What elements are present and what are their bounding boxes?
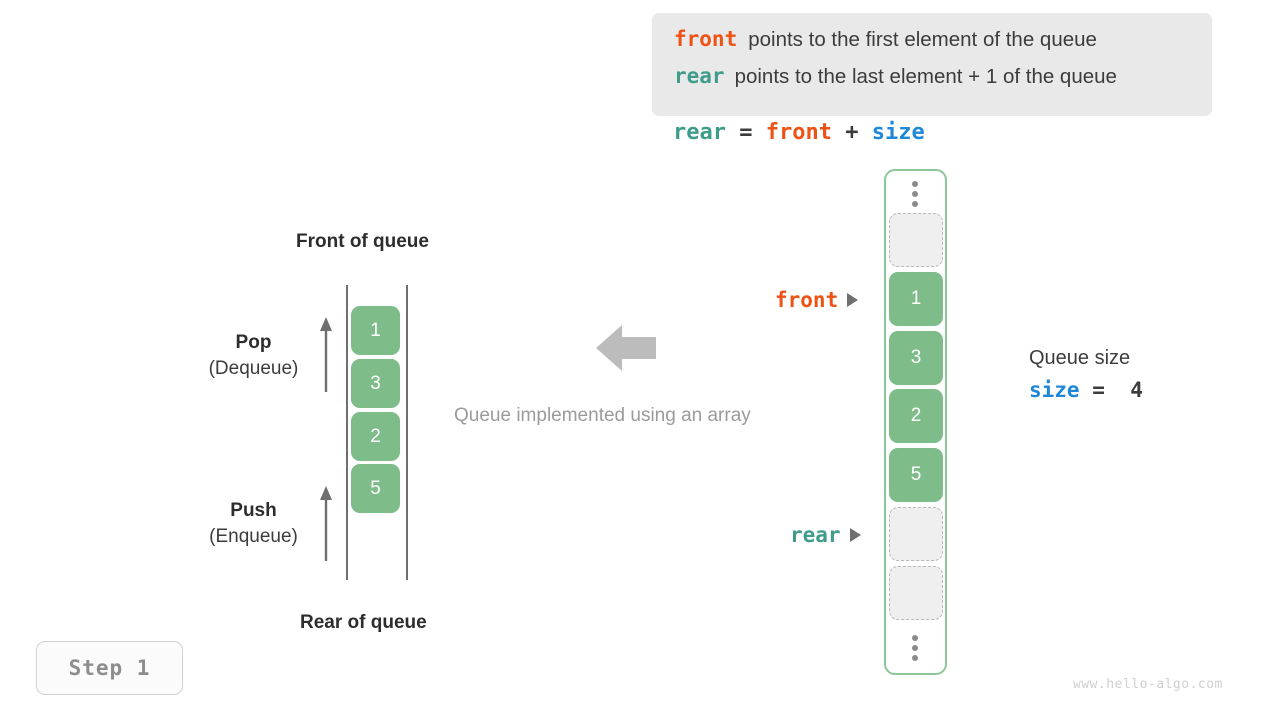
- queue-size-title: Queue size: [1029, 347, 1131, 369]
- queue-cell: 5: [351, 464, 400, 513]
- array-slot-empty: [889, 566, 943, 620]
- pop-up-arrow-icon: [320, 317, 332, 392]
- step-badge: Step 1: [36, 641, 183, 695]
- formula-equals: =: [739, 120, 753, 145]
- front-description: points to the first element of the queue: [748, 28, 1097, 51]
- array-slot-empty: [889, 507, 943, 561]
- push-subtitle: (Enqueue): [209, 526, 298, 547]
- size-equals: =: [1092, 378, 1105, 402]
- rear-pointer-label: rear: [790, 523, 841, 547]
- note-line-rear: rear points to the last element + 1 of t…: [674, 64, 1190, 101]
- queue-cell: 1: [351, 306, 400, 355]
- front-of-queue-label: Front of queue: [296, 231, 429, 252]
- array-ellipsis-bottom: [911, 635, 919, 661]
- front-pointer-label: front: [775, 288, 839, 312]
- push-title: Push: [230, 500, 277, 521]
- array-slot-filled: 5: [889, 448, 943, 502]
- rear-description: points to the last element + 1 of the qu…: [734, 65, 1117, 88]
- center-caption: Queue implemented using an array: [454, 405, 751, 426]
- array-slot-empty: [889, 213, 943, 267]
- queue-size-expression: size = 4: [1029, 373, 1143, 407]
- array-slot-filled: 1: [889, 272, 943, 326]
- note-line-front: front points to the first element of the…: [674, 27, 1190, 64]
- array-slot-filled: 3: [889, 331, 943, 385]
- pop-title: Pop: [235, 332, 272, 353]
- queue-rail-left: [346, 285, 348, 580]
- rear-keyword: rear: [674, 64, 725, 88]
- queue-cell: 2: [351, 412, 400, 461]
- queue-size-block: Queue size size = 4: [1029, 344, 1143, 407]
- push-operation-group: Push (Enqueue): [186, 498, 321, 550]
- push-up-arrow-icon: [320, 486, 332, 561]
- rear-formula: rear = front + size: [673, 120, 925, 145]
- rear-of-queue-label: Rear of queue: [300, 612, 427, 633]
- left-arrow-icon: [596, 325, 656, 371]
- pop-subtitle: (Dequeue): [208, 358, 299, 379]
- queue-rail-right: [406, 285, 408, 580]
- formula-size: size: [871, 120, 925, 145]
- watermark: www.hello-algo.com: [1073, 677, 1223, 692]
- pointer-triangle-icon: [847, 293, 859, 307]
- formula-rear: rear: [673, 120, 726, 145]
- size-keyword: size: [1029, 378, 1080, 402]
- size-value: 4: [1130, 378, 1143, 402]
- array-slot-filled: 2: [889, 389, 943, 443]
- array-ellipsis-top: [911, 181, 919, 207]
- front-keyword: front: [674, 27, 738, 51]
- front-pointer: front: [775, 288, 859, 312]
- pop-operation-group: Pop (Dequeue): [186, 330, 321, 382]
- rear-pointer: rear: [790, 523, 861, 547]
- pointer-triangle-icon: [849, 528, 861, 542]
- formula-front: front: [765, 120, 832, 145]
- formula-plus: +: [845, 120, 859, 145]
- queue-cell: 3: [351, 359, 400, 408]
- definitions-note-box: front points to the first element of the…: [652, 13, 1212, 116]
